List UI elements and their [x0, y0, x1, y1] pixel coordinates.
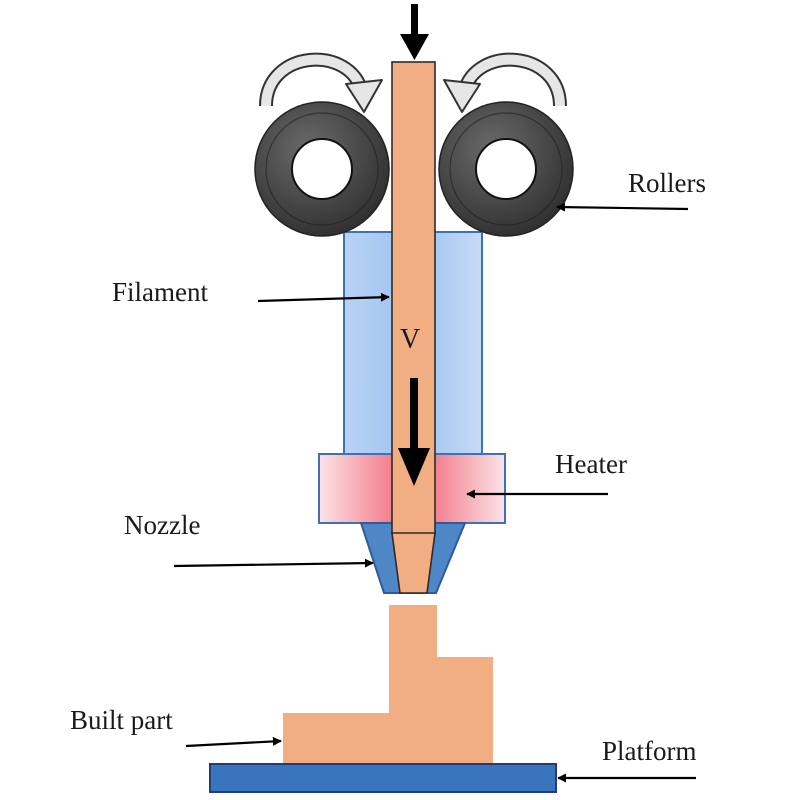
built-part-pointer	[185, 736, 282, 748]
rollers-pointer	[556, 202, 689, 212]
rollers-label: Rollers	[628, 168, 706, 198]
filament-strand	[391, 61, 436, 594]
nozzle-pointer	[173, 558, 374, 568]
velocity-label: V	[400, 324, 420, 355]
clockwise-curved-arrow-icon	[259, 52, 383, 113]
built-part-label: Built part	[70, 705, 173, 735]
right-roller	[438, 101, 574, 237]
filament-pointer	[257, 292, 390, 303]
down-arrow-icon	[400, 4, 429, 60]
velocity-arrow-icon	[398, 378, 430, 486]
filament-label: Filament	[112, 277, 208, 307]
platform-label: Platform	[602, 736, 697, 766]
counterclockwise-curved-arrow-icon	[443, 52, 567, 113]
heater-label: Heater	[555, 449, 627, 479]
left-roller	[254, 101, 390, 237]
built-part	[283, 605, 493, 764]
nozzle-label: Nozzle	[124, 510, 200, 540]
platform	[209, 763, 557, 793]
